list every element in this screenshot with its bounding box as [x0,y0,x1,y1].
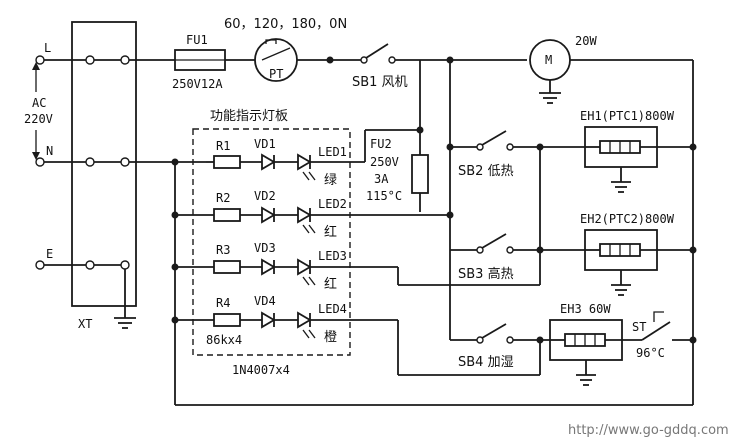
label-led3-color: 红 [324,276,337,292]
label-e: E [46,247,53,261]
switch-sb2 [450,130,585,151]
label-vd2: VD2 [254,189,276,203]
label-sb1: SB1 风机 [352,75,408,90]
label-vd1: VD1 [254,137,276,151]
led-row-1 [206,153,365,181]
terminal-block-xt [71,21,137,307]
label-st-temp: 96°C [636,346,665,360]
resistor-r2 [213,208,241,222]
indicator-panel-box [192,128,351,356]
label-xt: XT [78,317,92,331]
led-row-3 [175,258,540,286]
diode-vd4 [261,311,276,329]
label-r3: R3 [216,243,230,257]
label-led3: LED3 [318,249,347,263]
label-vd3: VD3 [254,241,276,255]
label-r2: R2 [216,191,230,205]
label-ac-voltage: 220V [24,112,53,126]
label-fu2-voltage: 250V [370,155,399,169]
resistor-r1 [213,155,241,169]
heater-eh3 [549,319,623,386]
led-4 [297,311,312,329]
label-timer-steps: 60，120，180，0N [224,17,347,32]
thermal-fuse-fu2 [411,154,429,194]
led-row-2 [175,206,450,234]
label-led1: LED1 [318,145,347,159]
label-r4: R4 [216,296,230,310]
label-led2: LED2 [318,197,347,211]
resistor-r3 [213,260,241,274]
label-sb4: SB4 加湿 [458,355,514,370]
label-n: N [46,144,53,158]
label-fu2: FU2 [370,137,392,151]
switch-sb1 [360,43,396,64]
label-ac: AC [32,96,46,110]
label-r1: R1 [216,139,230,153]
label-eh2: EH2(PTC2)800W [580,212,675,226]
label-eh3: EH3 60W [560,302,611,316]
led-3 [297,258,312,276]
switch-sb4 [450,323,550,344]
terminal-block-wiring [40,59,175,318]
ac-input-arrows [32,62,40,160]
label-motor-power: 20W [575,34,597,48]
label-l: L [44,41,51,55]
led-row-4 [175,311,540,376]
label-fu2-current: 3A [374,172,389,186]
label-motor: M [545,53,552,67]
watermark-url: http://www.go-gddq.com [568,423,729,438]
label-panel-title: 功能指示灯板 [210,109,288,124]
label-led2-color: 红 [324,224,337,240]
diode-vd3 [261,258,276,276]
terminal-block-screws [35,55,130,270]
label-r-value: 86kx4 [206,333,242,347]
label-fu1: FU1 [186,33,208,47]
label-led1-color: 绿 [324,173,337,188]
label-led4: LED4 [318,302,347,316]
label-diode-type: 1N4007x4 [232,363,290,377]
label-sb3: SB3 高热 [458,266,514,282]
label-pt: PT [269,67,283,81]
switch-sb3 [450,233,585,254]
ground-symbol-xt [114,317,136,329]
diode-vd2 [261,206,276,224]
heater-eh1 [584,126,658,193]
label-vd4: VD4 [254,294,276,308]
led-2 [297,206,312,224]
label-sb2: SB2 低热 [458,164,514,179]
ground-symbol-motor [539,92,561,104]
label-st: ST [632,320,646,334]
label-fu1-rating: 250V12A [172,77,223,91]
resistor-r4 [213,313,241,327]
label-led4-color: 橙 [324,330,337,345]
label-fu2-temp: 115°C [366,189,402,203]
label-eh1: EH1(PTC1)800W [580,109,675,123]
led-1 [297,153,312,171]
heater-eh2 [584,229,658,296]
diode-vd1 [261,153,276,171]
